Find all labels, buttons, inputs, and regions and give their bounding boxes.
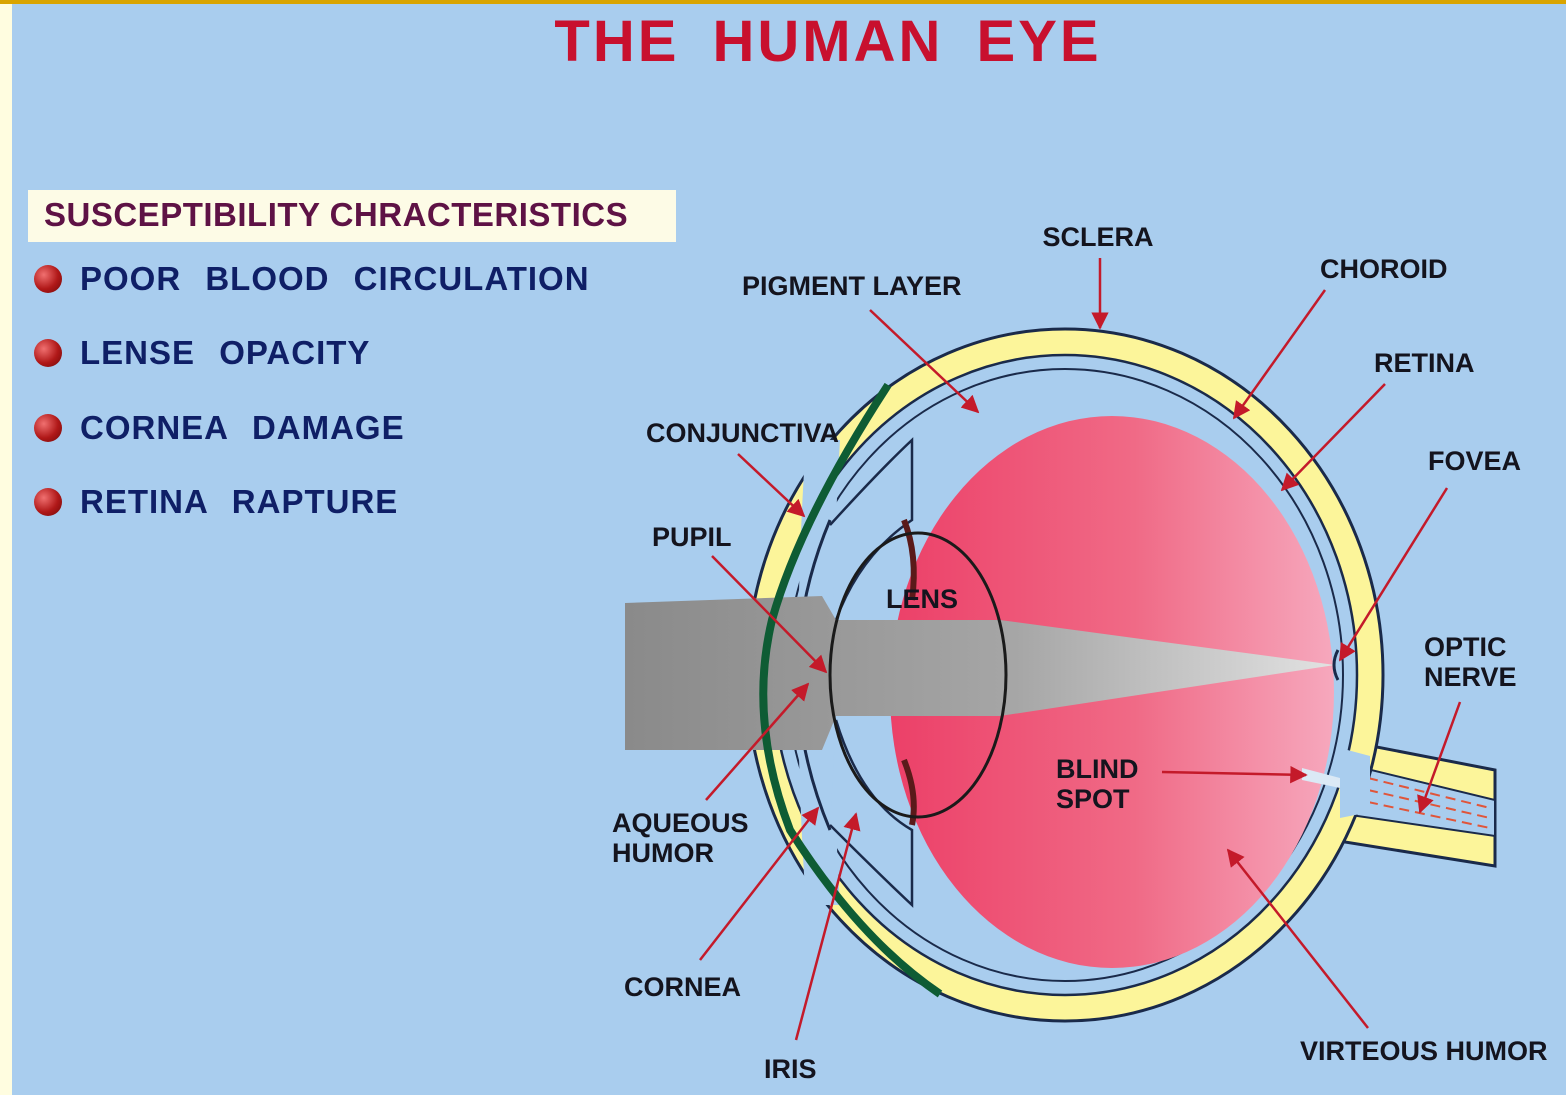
label-choroid: CHOROID xyxy=(1320,254,1448,284)
label-blind-spot: BLIND xyxy=(1056,754,1139,784)
label-sclera: SCLERA xyxy=(1042,222,1153,252)
label-cornea: CORNEA xyxy=(624,972,741,1002)
label-pigment-layer: PIGMENT LAYER xyxy=(742,271,962,301)
label-fovea: FOVEA xyxy=(1428,446,1521,476)
label-conjunctiva: CONJUNCTIVA xyxy=(646,418,839,448)
label-blind-spot-line2: SPOT xyxy=(1056,784,1130,814)
label-retina: RETINA xyxy=(1374,348,1475,378)
label-aqueous-humor-line2: HUMOR xyxy=(612,838,714,868)
label-pupil: PUPIL xyxy=(652,522,732,552)
label-vitreous-humor: VIRTEOUS HUMOR xyxy=(1300,1036,1548,1066)
label-optic-nerve: OPTIC xyxy=(1424,632,1507,662)
label-lens: LENS xyxy=(886,584,958,614)
label-aqueous-humor: AQUEOUS xyxy=(612,808,749,838)
label-optic-nerve-line2: NERVE xyxy=(1424,662,1517,692)
label-iris: IRIS xyxy=(764,1054,817,1084)
optic-disc xyxy=(1340,748,1370,818)
